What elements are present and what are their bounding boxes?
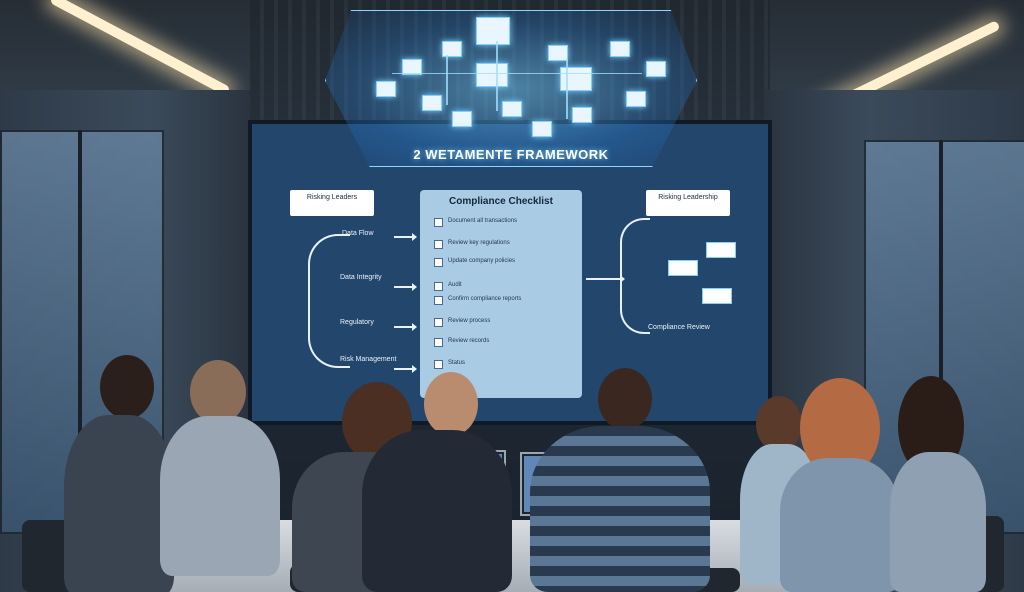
left-arrow-2: [394, 283, 417, 291]
head: [756, 396, 802, 452]
holo-link: [496, 41, 498, 111]
holo-node: [560, 67, 592, 91]
left-window-mullion: [78, 130, 82, 530]
checkbox: [434, 258, 443, 267]
holo-node: [548, 45, 568, 61]
right-mini-box-2: [668, 260, 698, 276]
striped-sweater: [530, 426, 710, 592]
hologram-diagram: 2 WETAMENTE FRAMEWORK: [325, 10, 697, 167]
holo-node: [442, 41, 462, 57]
right-label: Compliance Review: [648, 324, 710, 331]
checklist-item-text: Document all transactions: [448, 218, 518, 224]
shirt: [160, 416, 280, 576]
holo-node: [646, 61, 666, 77]
left-arrow-4: [394, 365, 417, 373]
checkbox: [434, 218, 443, 227]
right-mini-box-3: [702, 288, 732, 304]
holo-node: [402, 59, 422, 75]
checkbox: [434, 318, 443, 327]
left-label-4: Risk Management: [340, 356, 397, 363]
left-label-3: Regulatory: [340, 319, 374, 326]
right-mini-box-1: [706, 242, 736, 258]
checkbox: [434, 338, 443, 347]
head: [424, 372, 478, 436]
compliance-checklist: Compliance Checklist Document all transa…: [420, 190, 582, 398]
holo-node: [532, 121, 552, 137]
holo-link: [392, 73, 642, 74]
left-flow-curve: [308, 234, 350, 368]
holo-node: [502, 101, 522, 117]
hologram-title: 2 WETAMENTE FRAMEWORK: [413, 147, 609, 162]
right-top-box: Risking Leadership: [646, 190, 730, 216]
holo-node: [610, 41, 630, 57]
head: [100, 355, 154, 419]
holo-node: [376, 81, 396, 97]
top: [890, 452, 986, 592]
checkbox: [434, 360, 443, 369]
checklist-item-text: Review key regulations: [448, 240, 510, 246]
checklist-title: Compliance Checklist: [449, 196, 553, 207]
holo-node: [452, 111, 472, 127]
checklist-item-text: Status: [448, 360, 466, 366]
holo-link: [566, 59, 568, 119]
checkbox: [434, 296, 443, 305]
checklist-item-text: Update company policies: [448, 258, 516, 264]
holo-node: [476, 63, 508, 87]
holo-node: [572, 107, 592, 123]
checklist-item-text: Review process: [448, 318, 491, 324]
head: [190, 360, 246, 424]
right-flow-curve: [620, 218, 650, 334]
holo-node: [626, 91, 646, 107]
left-arrow-1: [394, 233, 417, 241]
checklist-item-text: Audit: [448, 282, 462, 288]
right-window-mullion: [939, 140, 943, 530]
center-right-arrow: [586, 275, 625, 283]
shirt: [780, 458, 900, 592]
checklist-item-text: Review records: [448, 338, 490, 344]
holo-node: [422, 95, 442, 111]
head: [598, 368, 652, 430]
holo-node: [476, 17, 510, 45]
checkbox: [434, 282, 443, 291]
presentation-screen: Risking Leaders Risking Leadership Data …: [248, 120, 772, 425]
left-label-2: Data Integrity: [340, 274, 382, 281]
left-top-box: Risking Leaders: [290, 190, 374, 216]
left-label-1: Data Flow: [342, 230, 374, 237]
checklist-item-text: Confirm compliance reports: [448, 296, 522, 302]
pinstripe-suit: [362, 430, 512, 592]
suit-jacket: [64, 415, 174, 592]
left-arrow-3: [394, 323, 417, 331]
checkbox: [434, 240, 443, 249]
holo-link: [446, 55, 448, 105]
